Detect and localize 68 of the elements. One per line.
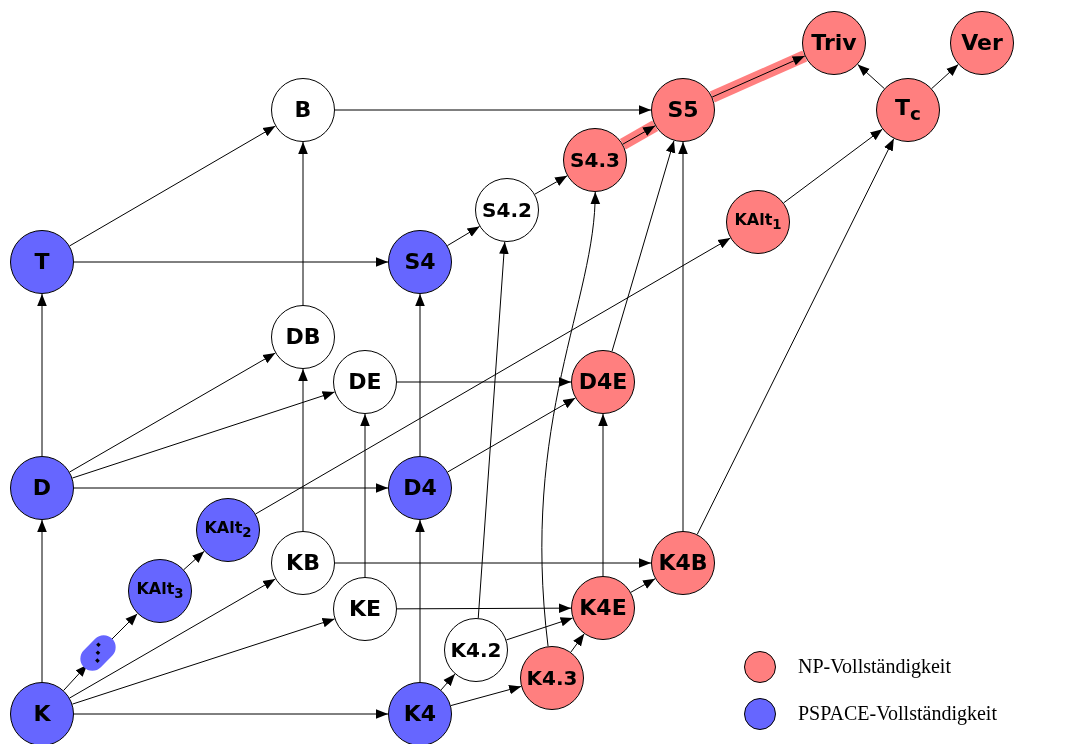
arrow [611, 140, 676, 352]
arrow [477, 241, 509, 619]
arrow [71, 618, 336, 705]
arrow [570, 633, 585, 653]
state-circle: K [10, 682, 74, 744]
state-circle: B [271, 78, 335, 142]
arrow [183, 550, 205, 571]
arrow [857, 64, 885, 89]
arrow [696, 138, 895, 535]
legend-label: PSPACE-Vollständigkeit [798, 702, 997, 725]
state-circle: K4 [388, 682, 452, 744]
state-circle: K4B [651, 531, 715, 595]
state-circle: KE [333, 577, 397, 641]
state-circle: S4 [388, 230, 452, 294]
state-circle: D4E [571, 350, 635, 414]
arrow [450, 684, 522, 707]
state-circle: T$_{c}$ [876, 78, 940, 142]
arrow [71, 391, 336, 479]
state-circle: KAlt$_{2}$ [196, 498, 260, 562]
arrow [541, 191, 600, 647]
arrow [73, 483, 389, 493]
state-circle: DB [271, 305, 335, 369]
state-circle: K4E [571, 576, 635, 640]
state-circle: DE [333, 350, 397, 414]
arrow [783, 128, 883, 204]
arrow [440, 673, 456, 691]
state-circle: Ver [950, 11, 1014, 75]
arrow [69, 578, 276, 699]
state-circle: KAlt$_{1}$ [726, 190, 790, 254]
highlighted-arrow [619, 120, 659, 150]
arrow [630, 578, 656, 593]
arrow [534, 175, 568, 195]
arrow [37, 293, 47, 457]
arrow [334, 105, 652, 115]
arrow [255, 237, 731, 515]
state-circle: K4.2 [444, 618, 508, 682]
state-circle: D [10, 456, 74, 520]
arrow [360, 413, 370, 578]
arrow [63, 664, 88, 691]
arrow [396, 377, 572, 387]
state-circle: K4.3 [520, 646, 584, 710]
arrow [678, 141, 688, 532]
state-circle: S5 [651, 78, 715, 142]
arrow [447, 397, 576, 473]
arrow [69, 125, 276, 247]
legend-label: NP-Vollständigkeit [798, 655, 951, 678]
arrow [298, 141, 308, 306]
arrow [931, 64, 959, 89]
arrow [505, 617, 574, 641]
highlighted-arrow [709, 50, 808, 103]
arrow [298, 368, 308, 532]
state-circle: S4.3 [563, 128, 627, 192]
arrow [415, 293, 425, 457]
arrow [415, 519, 425, 683]
state-circle: Triv [802, 11, 866, 75]
state-circle: KAlt$_{3}$ [128, 559, 192, 623]
state-circle: D4 [388, 456, 452, 520]
state-circle: T [10, 230, 74, 294]
arrow [334, 558, 652, 568]
arrow [73, 257, 389, 267]
arrow [73, 709, 389, 719]
arrow [396, 603, 572, 613]
arrow [69, 352, 276, 473]
arrow [446, 225, 481, 247]
state-circle: KB [271, 531, 335, 595]
arrow [37, 519, 47, 683]
state-circle: S4.2 [475, 178, 539, 242]
arrow [598, 413, 608, 577]
